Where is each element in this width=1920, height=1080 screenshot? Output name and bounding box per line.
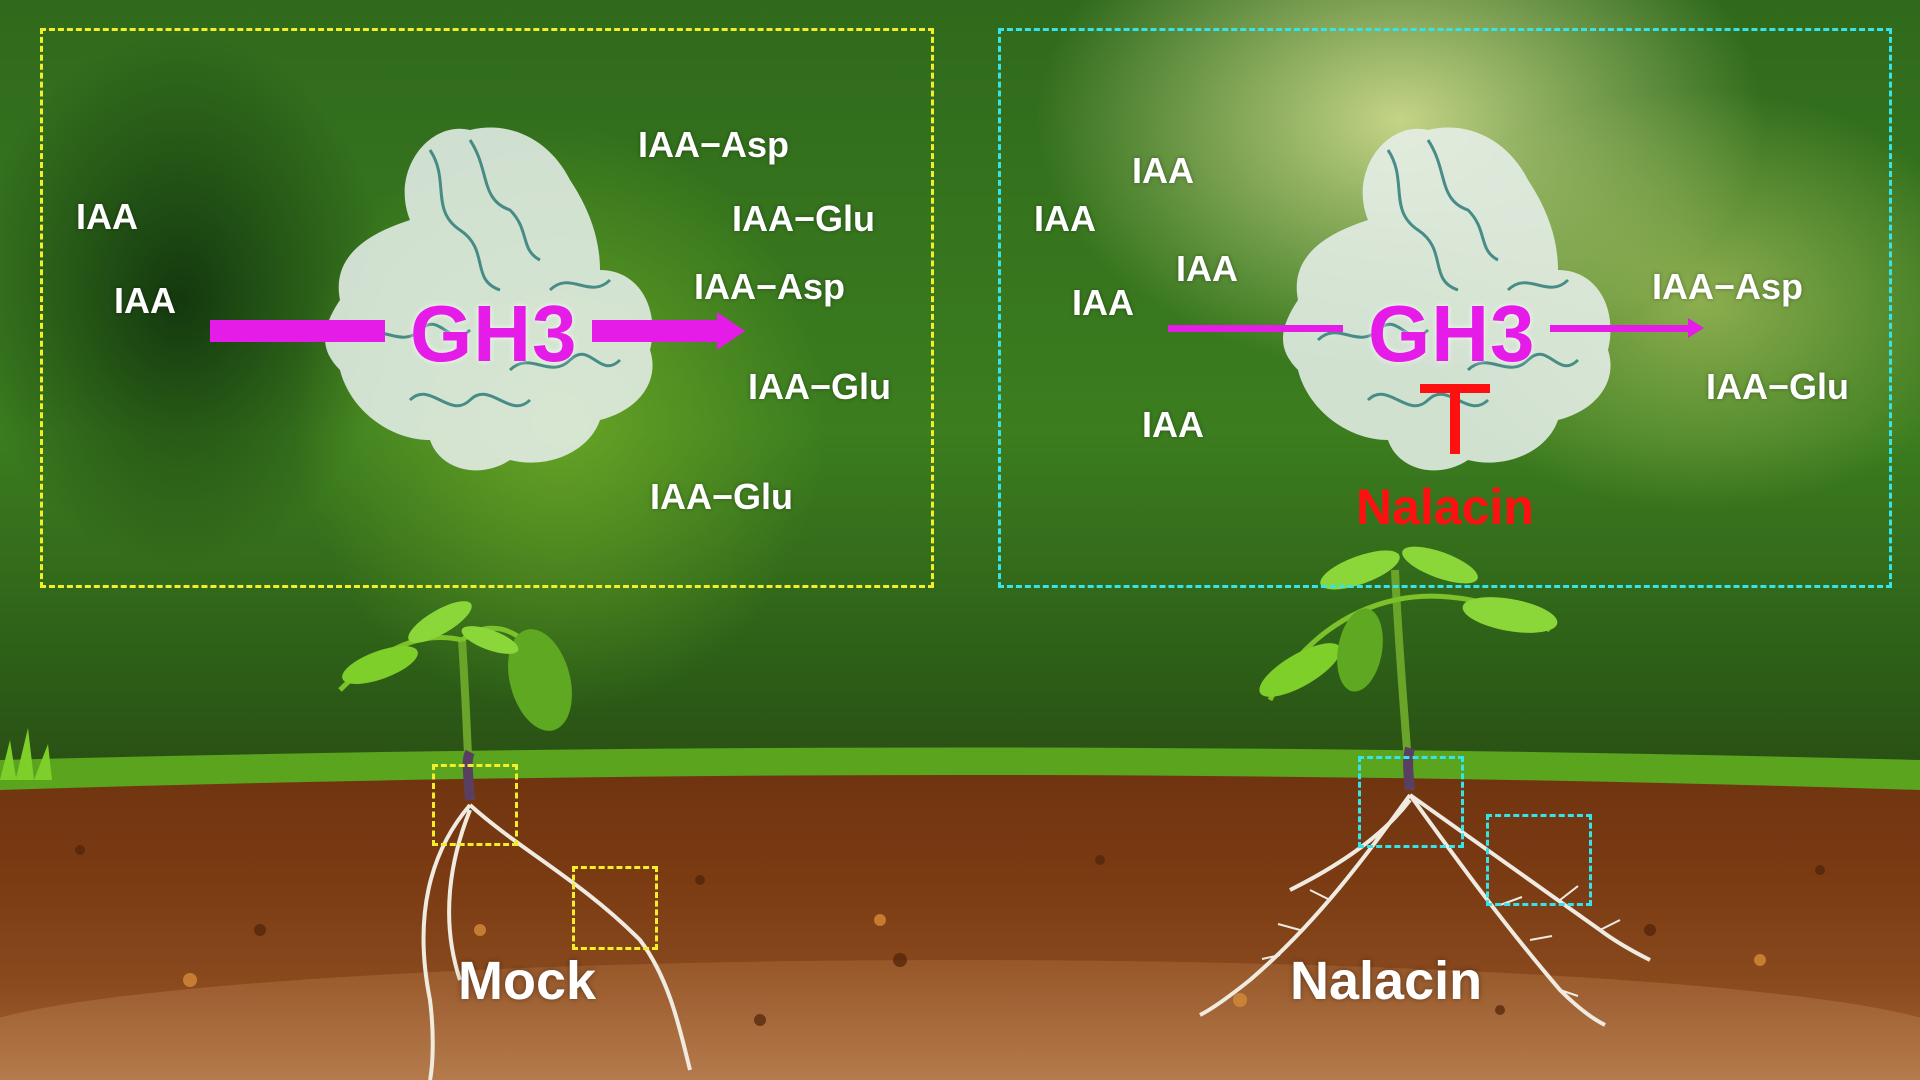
grass-band — [0, 728, 1920, 790]
mock-enzyme-label: GH3 — [410, 289, 578, 378]
mock-substrate: IAA — [76, 196, 138, 237]
mock-plant — [338, 601, 692, 1080]
nalacin-product: IAA−Asp — [1652, 266, 1804, 307]
mock-product: IAA−Asp — [638, 124, 790, 165]
nalacin-substrate: IAA — [1132, 150, 1194, 191]
mock-product: IAA−Asp — [694, 266, 846, 307]
nalacin-plant — [1199, 546, 1651, 1027]
nalacin-enzyme-label: GH3 — [1368, 289, 1536, 378]
mock-substrate: IAA — [114, 280, 176, 321]
nalacin-root-zoom-box — [1358, 756, 1464, 848]
nalacin-substrate: IAA — [1142, 404, 1204, 445]
mock-product: IAA−Glu — [732, 198, 876, 239]
nalacin-substrate: IAA — [1072, 282, 1134, 323]
nalacin-substrate: IAA — [1176, 248, 1238, 289]
nalacin-substrate: IAA — [1034, 198, 1096, 239]
inhibition-icon — [1420, 384, 1490, 454]
inhibitor-label: Nalacin — [1356, 479, 1534, 535]
nalacin-conversion-arrow — [1168, 318, 1704, 338]
mock-root-zoom-box — [432, 764, 518, 846]
protein-structure-icon — [1283, 127, 1611, 471]
mock-plant-label: Mock — [458, 951, 597, 1011]
nalacin-product: IAA−Glu — [1706, 366, 1850, 407]
protein-structure-icon — [325, 127, 653, 471]
mock-panel-frame — [40, 28, 934, 588]
nalacin-plant-label: Nalacin — [1290, 951, 1483, 1011]
nalacin-root-zoom-box — [1486, 814, 1592, 906]
nalacin-panel-frame — [998, 28, 1892, 588]
mock-product: IAA−Glu — [650, 476, 794, 517]
mock-product: IAA−Glu — [748, 366, 892, 407]
mock-root-zoom-box — [572, 866, 658, 950]
mock-conversion-arrow — [210, 312, 745, 350]
